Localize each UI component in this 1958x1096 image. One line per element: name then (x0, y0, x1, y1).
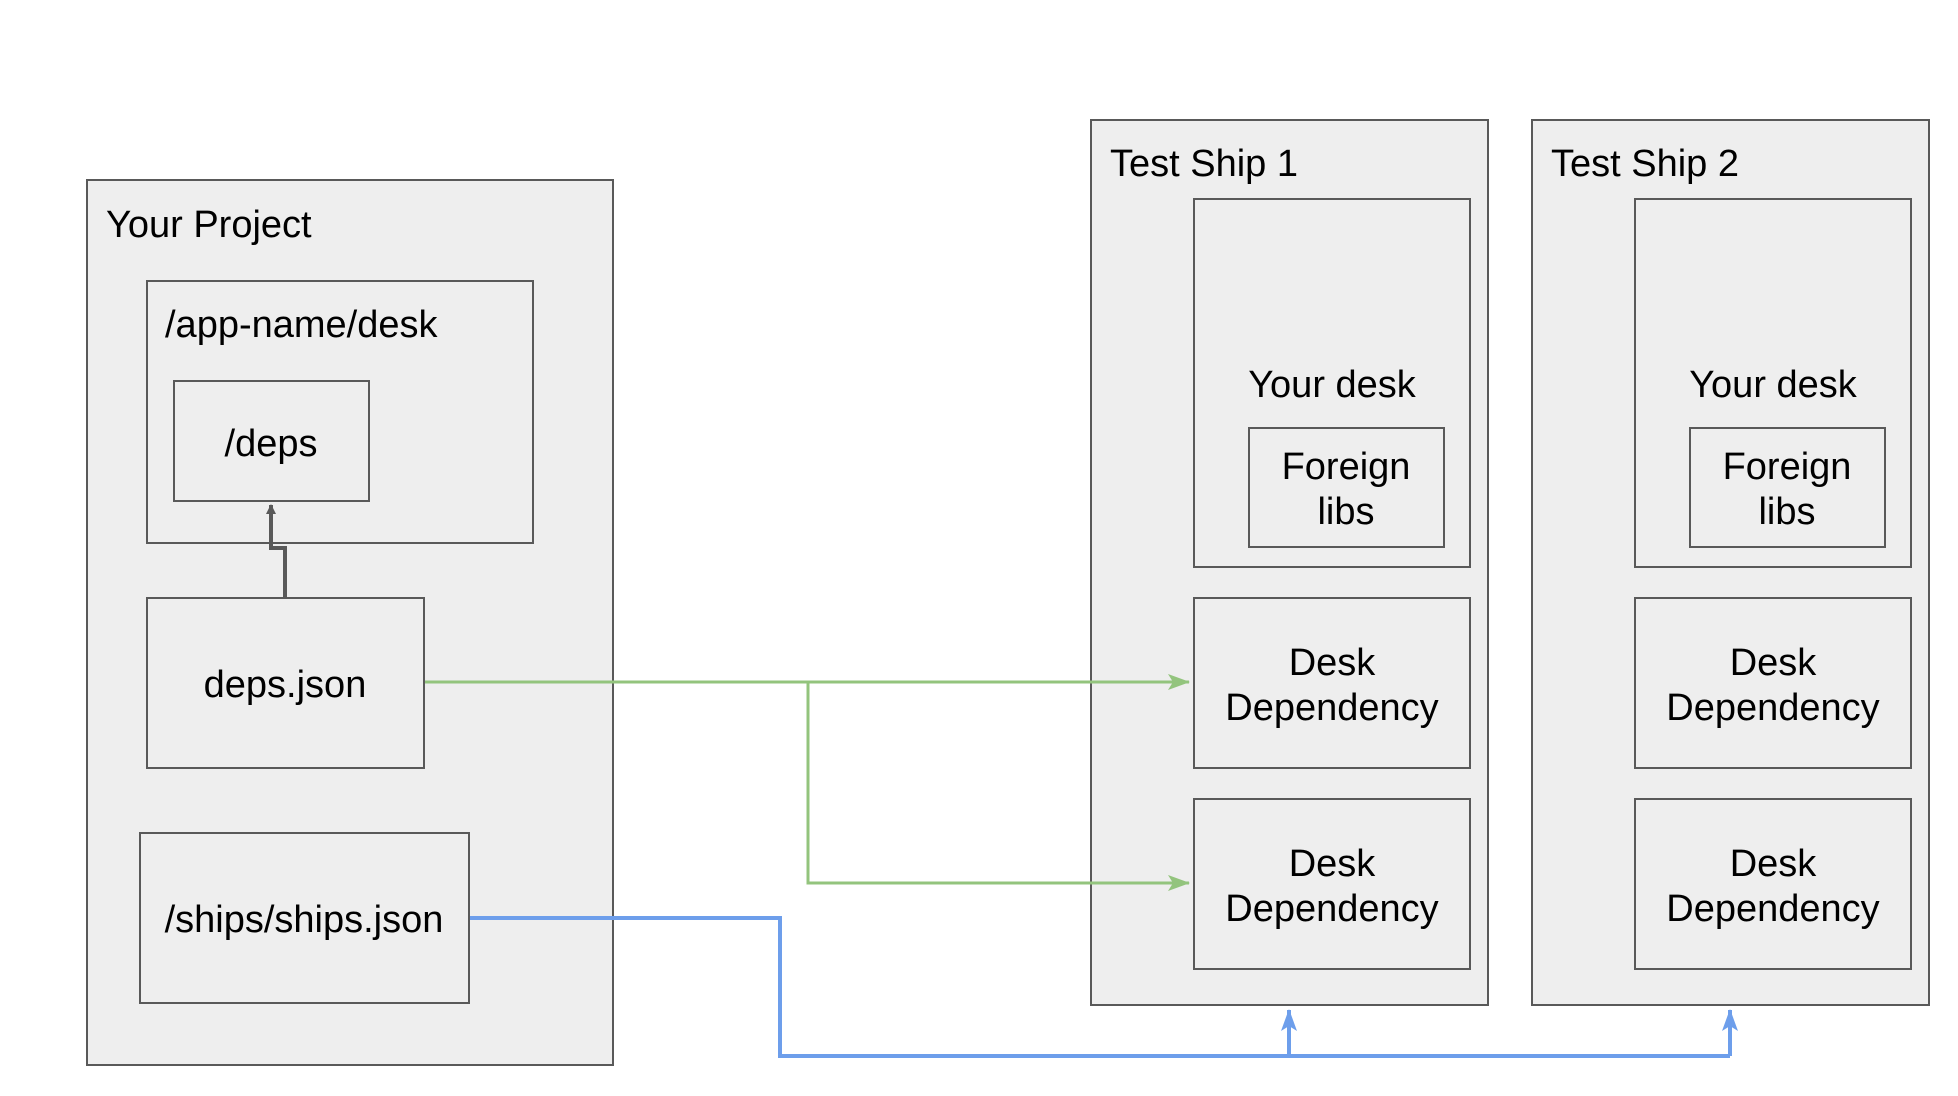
desk-dependency-2a-box (1634, 597, 1912, 769)
your-desk-1-label: Your desk (1248, 364, 1417, 406)
deps-json-label: deps.json (204, 664, 367, 706)
foreign-libs-2-label-line-1: Foreign (1723, 446, 1852, 488)
desk-dependency-1b-label-line-1: Desk (1289, 843, 1377, 885)
test-ship-1-title: Test Ship 1 (1110, 143, 1298, 185)
your-project-title: Your Project (106, 204, 312, 246)
test-ship-2-title: Test Ship 2 (1551, 143, 1739, 185)
ships-json-connector (470, 916, 1730, 1058)
foreign-libs-1-box (1248, 427, 1445, 548)
desk-dependency-1a-box (1193, 597, 1471, 769)
foreign-libs-2-label-line-2: libs (1758, 491, 1815, 533)
foreign-libs-2-box (1689, 427, 1886, 548)
desk-dependency-2b-label-line-1: Desk (1730, 843, 1818, 885)
desk-dependency-2a-label-line-1: Desk (1730, 642, 1818, 684)
your-desk-2-label: Your desk (1689, 364, 1858, 406)
ships-json-box (139, 832, 470, 1004)
test-ship-1-container: Test Ship 1 Your desk Foreign libs Desk … (1090, 119, 1489, 1006)
app-desk-label: /app-name/desk (165, 304, 438, 346)
desk-dependency-1b-box (1193, 798, 1471, 970)
deps-dir-box (173, 380, 370, 502)
foreign-libs-1-label-line-2: libs (1317, 491, 1374, 533)
deps-dir-label: /deps (225, 423, 318, 465)
app-desk-container: /app-name/desk /deps (146, 280, 534, 544)
desk-dependency-2b-box (1634, 798, 1912, 970)
deps-json-box (146, 597, 425, 769)
desk-dependency-1b-label-line-2: Dependency (1225, 888, 1438, 930)
desk-dependency-2a-label-line-2: Dependency (1666, 687, 1879, 729)
your-project-container: Your Project /app-name/desk /deps deps.j… (86, 179, 614, 1066)
deps-json-node: deps.json (146, 597, 425, 769)
deps-json-to-deps-arrow (266, 504, 287, 597)
ships-json-node: /ships/ships.json (139, 832, 470, 1004)
foreign-libs-1-label-line-1: Foreign (1282, 446, 1411, 488)
test-ship-2-container: Test Ship 2 Your desk Foreign libs Desk … (1531, 119, 1930, 1006)
desk-dependency-1a-label-line-1: Desk (1289, 642, 1377, 684)
desk-dependency-2b-label-line-2: Dependency (1666, 888, 1879, 930)
desk-dependency-1a-label-line-2: Dependency (1225, 687, 1438, 729)
ships-json-label: /ships/ships.json (165, 899, 444, 941)
deps-json-to-dependency-1b-arrow (806, 682, 1190, 891)
